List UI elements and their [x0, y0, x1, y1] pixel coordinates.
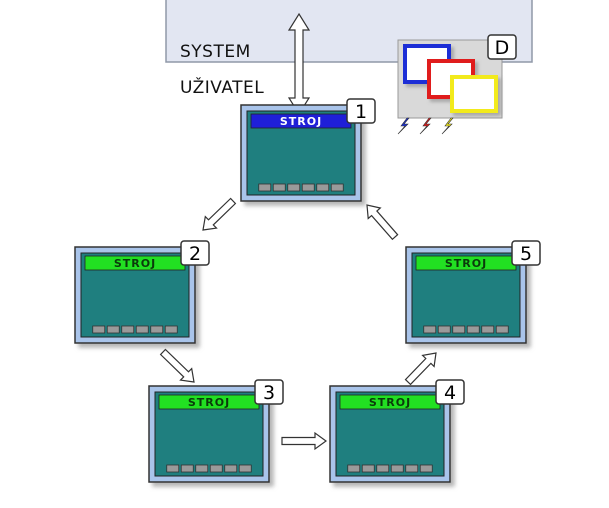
screen-key [166, 464, 180, 473]
screen-panel-2: STROJ 2 [74, 240, 210, 344]
lightning-bolt-icon [397, 117, 410, 135]
screen-key [330, 183, 344, 192]
screen-key [92, 325, 106, 334]
screen-title: STROJ [369, 396, 411, 409]
screen-key [238, 464, 252, 473]
display-group: D [397, 34, 517, 135]
screen-number-box [511, 240, 541, 266]
screen-number: 2 [189, 243, 201, 265]
screen-key [481, 325, 495, 334]
flow-arrow-icon [281, 431, 328, 451]
flow-arrow-icon [202, 197, 237, 231]
screen-key [272, 183, 286, 192]
flow-arrow-icon [366, 204, 399, 241]
screen-panel-4: STROJ 4 [329, 379, 465, 483]
screen-key [452, 325, 466, 334]
screen-number: 3 [263, 382, 275, 404]
system-label: SYSTEM [180, 42, 251, 62]
screen-key [195, 464, 209, 473]
user-label: UŽIVATEL [180, 78, 265, 98]
screen-key [224, 464, 238, 473]
screen-number-box [254, 379, 284, 405]
screen-number-box [435, 379, 465, 405]
screen-number-box [180, 240, 210, 266]
screen-key [316, 183, 330, 192]
screen-key [376, 464, 390, 473]
screen-panel-5: STROJ 5 [405, 240, 541, 344]
screen-key [347, 464, 361, 473]
screen-panel-1: STROJ 1 [240, 98, 376, 202]
screen-number: 5 [520, 243, 532, 265]
bidirectional-arrow-icon [287, 12, 311, 116]
screen-title: STROJ [445, 257, 487, 270]
screen-key [135, 325, 149, 334]
screen-key [180, 464, 194, 473]
lightning-bolt-icon [419, 117, 432, 135]
screen-key [437, 325, 451, 334]
display-badge-box [487, 34, 517, 60]
window-yellow-icon [450, 75, 498, 113]
lightning-bolt-icon [441, 117, 454, 135]
screen-title: STROJ [188, 396, 230, 409]
screen-key [258, 183, 272, 192]
screen-key [121, 325, 135, 334]
flow-arrows [159, 197, 437, 451]
screen-key [495, 325, 509, 334]
screen-key [287, 183, 301, 192]
screen-title: STROJ [280, 115, 322, 128]
screen-key [361, 464, 375, 473]
screen-key [164, 325, 178, 334]
screen-key [390, 464, 404, 473]
screen-panel-3: STROJ 3 [148, 379, 284, 483]
screen-key [419, 464, 433, 473]
screen-key [209, 464, 223, 473]
screen-key [466, 325, 480, 334]
flow-arrow-icon [404, 352, 437, 386]
screen-key [405, 464, 419, 473]
screen-number-box [346, 98, 376, 124]
flow-arrow-icon [159, 348, 195, 383]
screen-key [423, 325, 437, 334]
screen-key [106, 325, 120, 334]
screen-key [301, 183, 315, 192]
screen-number: 1 [355, 101, 367, 123]
screen-title: STROJ [114, 257, 156, 270]
screen-key [150, 325, 164, 334]
display-badge: D [495, 37, 510, 59]
screen-number: 4 [444, 382, 456, 404]
